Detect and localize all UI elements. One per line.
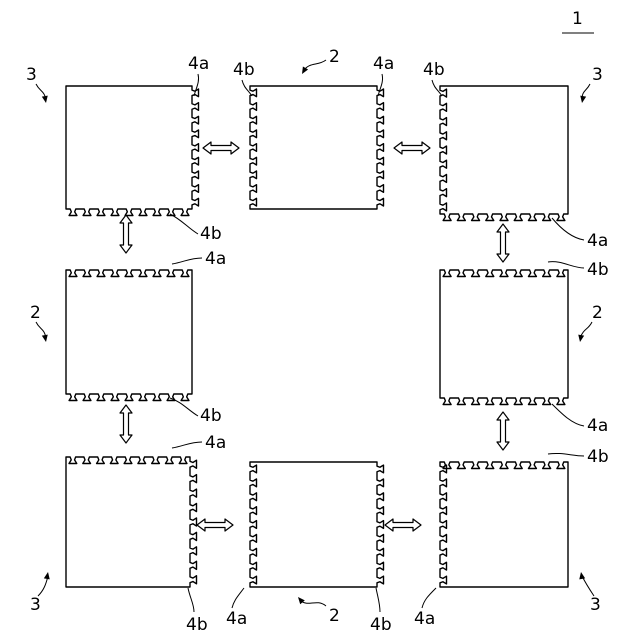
leader-line xyxy=(552,404,584,426)
leader-line xyxy=(582,576,594,596)
label-tile-2-bottom: 2 xyxy=(329,606,340,626)
leader-arrowhead-icon xyxy=(42,96,48,103)
label-joint-4a: 4a xyxy=(188,54,209,74)
label-tile-3-top-left: 3 xyxy=(26,65,37,85)
label-joint-4b: 4b xyxy=(587,447,609,467)
label-joint-4a: 4a xyxy=(587,416,608,436)
leader-arrowhead-icon xyxy=(578,335,584,342)
label-joint-4a: 4a xyxy=(414,609,435,629)
edge-tile-left xyxy=(66,270,192,401)
double-arrow-icon xyxy=(120,215,132,253)
double-arrow-icon xyxy=(385,519,421,531)
corner-tile-top-left xyxy=(66,86,199,216)
label-joint-4b: 4b xyxy=(233,60,255,80)
double-arrow-icon xyxy=(197,519,233,531)
label-tile-3-bottom-right: 3 xyxy=(590,595,601,615)
leader-line xyxy=(548,453,584,456)
leader-line xyxy=(232,588,244,608)
leader-line xyxy=(304,60,326,70)
double-arrow-icon xyxy=(497,224,509,262)
label-joint-4a: 4a xyxy=(205,249,226,269)
corner-tile-bottom-right xyxy=(440,462,568,587)
leader-line xyxy=(422,588,436,608)
leader-line xyxy=(552,218,584,240)
leader-arrowhead-icon xyxy=(579,572,585,579)
leader-line xyxy=(172,442,202,448)
edge-tile-right xyxy=(440,270,568,405)
leader-line xyxy=(376,588,380,612)
label-joint-4b: 4b xyxy=(587,260,609,280)
label-joint-4a: 4a xyxy=(373,54,394,74)
label-tile-2-left: 2 xyxy=(30,303,41,323)
corner-tile-top-right xyxy=(440,86,568,221)
double-arrow-icon xyxy=(203,142,239,154)
leader-line xyxy=(548,262,584,268)
label-joint-4b: 4b xyxy=(186,615,208,635)
leader-line xyxy=(172,258,202,264)
double-arrow-icon xyxy=(120,405,132,443)
label-joint-4b: 4b xyxy=(200,406,222,426)
label-tile-2-right: 2 xyxy=(592,303,603,323)
label-joint-4b: 4b xyxy=(200,224,222,244)
tiles xyxy=(66,86,568,587)
label-joint-4a: 4a xyxy=(226,609,247,629)
leader-arrowhead-icon xyxy=(298,597,305,604)
leader-arrowhead-icon xyxy=(44,572,50,579)
label-joint-4b: 4b xyxy=(370,615,392,635)
edge-tile-bottom xyxy=(250,462,384,587)
leader-line xyxy=(38,576,48,596)
label-tile-3-bottom-left: 3 xyxy=(30,595,41,615)
label-joint-4a: 4a xyxy=(587,231,608,251)
label-joint-4a: 4a xyxy=(205,433,226,453)
corner-tile-bottom-left xyxy=(66,457,197,587)
edge-tile-top xyxy=(250,86,384,209)
label-tile-2-top: 2 xyxy=(329,47,340,67)
leader-line xyxy=(188,588,194,612)
double-arrow-icon xyxy=(497,412,509,450)
label-joint-4b: 4b xyxy=(423,60,445,80)
double-arrow-icon xyxy=(394,142,430,154)
figure-number: 1 xyxy=(572,9,583,29)
leader-arrowhead-icon xyxy=(42,335,48,342)
leader-line xyxy=(170,214,198,234)
leader-arrowhead-icon xyxy=(580,96,586,103)
label-tile-3-top-right: 3 xyxy=(592,65,603,85)
